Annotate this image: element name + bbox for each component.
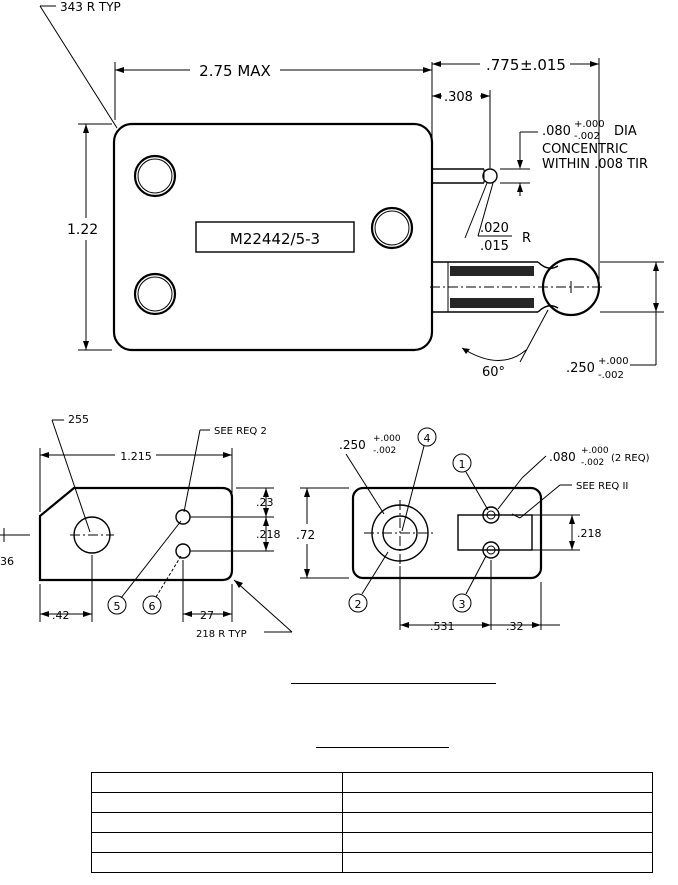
right-see-req: SEE REQ II — [576, 481, 628, 492]
right-view-body — [351, 486, 543, 580]
right-view-pin-bottom-outer — [482, 541, 500, 559]
table-row — [91, 772, 653, 793]
pin-dia-label: DIA — [614, 124, 637, 139]
table-row — [91, 832, 653, 853]
right-view-pocket — [457, 514, 533, 551]
left-dim-27: 27 — [200, 609, 214, 622]
right-height-dim: .72 — [296, 528, 315, 542]
left-view-body — [38, 486, 234, 582]
pin-dia-dim: .080 — [542, 124, 571, 139]
subtitle-rule — [316, 747, 449, 748]
right-bore-dia: .250 — [339, 438, 366, 452]
left-dim-23: .23 — [256, 496, 274, 509]
plug-dia-tol-plus: +.000 — [598, 356, 629, 367]
left-hole-dia: 255 — [68, 413, 89, 426]
balloon-5 — [107, 595, 127, 615]
plug-dia-dim: .250 — [566, 361, 595, 376]
main-radius-note: 343 R TYP — [60, 0, 121, 14]
mounting-hole-bottom-left — [133, 272, 177, 316]
tip-radius-top: .020 — [480, 221, 509, 236]
balloon-6-label: 6 — [149, 600, 156, 613]
plug-length-dim: .775 — [486, 56, 519, 74]
overall-length-dim: 2.75 MAX — [199, 62, 271, 80]
left-dim-218: .218 — [256, 528, 281, 541]
height-dim: 1.22 — [67, 222, 98, 238]
pin-contact — [432, 168, 498, 184]
plug-length-tol: ±.015 — [520, 56, 566, 74]
balloon-3 — [452, 593, 472, 613]
right-view: .250 +.000 -.002 4 1 .080 +.000 -.002 (2… — [296, 427, 650, 633]
right-dim-531: .531 — [430, 620, 455, 633]
balloon-1-label: 1 — [459, 458, 466, 471]
right-dim-218: .218 — [577, 527, 602, 540]
left-dim-42: .42 — [52, 609, 70, 622]
marking-box — [195, 221, 355, 253]
pin-dia-tol-plus: +.000 — [574, 119, 605, 130]
title-rule — [291, 683, 496, 684]
right-view-pin-top-inner — [486, 510, 496, 520]
right-pin-tol-plus: +.000 — [581, 446, 609, 456]
table-row — [91, 792, 653, 813]
left-view-hole-top — [175, 509, 191, 525]
right-dim-32: .32 — [506, 620, 524, 633]
left-dim-36: 36 — [0, 555, 14, 568]
balloon-1 — [452, 453, 472, 473]
balloon-6 — [142, 595, 162, 615]
left-radius-note: 218 R TYP — [196, 629, 247, 640]
tip-radius-label: R — [522, 231, 531, 246]
left-see-req: SEE REQ 2 — [214, 426, 267, 437]
tip-radius-bottom: .015 — [480, 239, 509, 254]
plug-contact — [430, 257, 605, 317]
mounting-hole-right — [370, 206, 414, 250]
right-view-pin-bottom-inner — [486, 545, 496, 555]
right-bore-tol-minus: -.002 — [373, 446, 396, 456]
left-view: 255 1.215 SEE REQ 2 .23 .218 36 .42 — [0, 413, 293, 640]
right-pin-tol-minus: -.002 — [581, 458, 604, 468]
connector-body — [112, 122, 434, 352]
balloon-4-label: 4 — [424, 432, 431, 445]
table-row — [91, 812, 653, 833]
left-view-hole-bottom — [175, 543, 191, 559]
concentric-note-2: WITHIN .008 TIR — [542, 157, 648, 172]
right-bore-tol-plus: +.000 — [373, 434, 401, 444]
plug-dia-tol-minus: -.002 — [598, 370, 624, 381]
part-marking: M22442/5-3 — [230, 230, 320, 248]
right-view-pin-top-outer — [482, 506, 500, 524]
mounting-hole-top-left — [133, 154, 177, 198]
balloon-2 — [348, 593, 368, 613]
right-pin-qty: (2 REQ) — [611, 453, 650, 464]
pin-dia-tol-minus: -.002 — [574, 131, 600, 142]
table-row — [91, 852, 653, 873]
main-view: M22442/5-3 343 R TYP — [39, 0, 664, 381]
right-pin-dia: .080 — [549, 450, 576, 464]
left-width-dim: 1.215 — [120, 450, 152, 463]
requirements-table — [91, 772, 653, 873]
balloon-4 — [417, 427, 437, 447]
angle-dim: 60° — [482, 365, 505, 380]
balloon-5-label: 5 — [114, 600, 121, 613]
concentric-note-1: CONCENTRIC — [542, 142, 628, 157]
balloon-2-label: 2 — [355, 598, 362, 611]
balloon-3-label: 3 — [459, 598, 466, 611]
tip-offset-dim: .308 — [444, 90, 473, 105]
